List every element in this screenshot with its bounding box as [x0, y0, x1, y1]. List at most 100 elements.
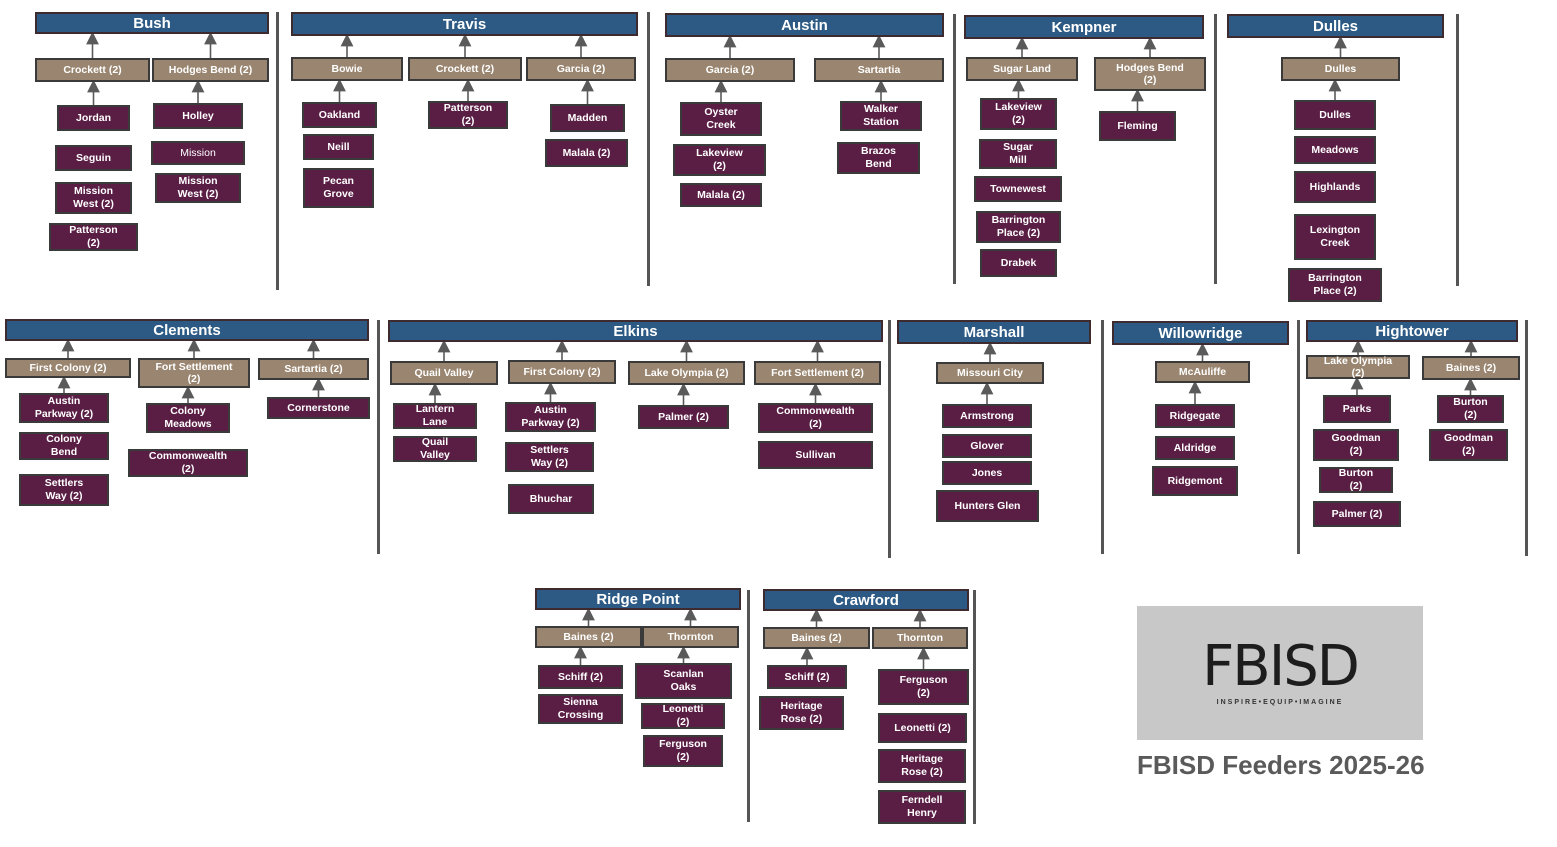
high-school-willowridge: Willowridge: [1112, 321, 1289, 345]
elementary-school-leonetti-2: Leonetti (2): [641, 703, 725, 729]
group-divider: [888, 320, 891, 558]
elementary-school-goodman-2: Goodman (2): [1429, 429, 1508, 461]
elementary-school-quail-valley: Quail Valley: [393, 436, 477, 462]
elementary-school-ridgegate: Ridgegate: [1155, 404, 1235, 428]
elementary-school-schiff-2: Schiff (2): [767, 665, 847, 689]
elementary-school-leonetti-2: Leonetti (2): [878, 713, 967, 743]
elementary-school-pecan-grove: Pecan Grove: [303, 168, 374, 208]
group-divider: [647, 12, 650, 286]
elementary-school-mission: Mission: [151, 141, 245, 165]
middle-school-missouri-city: Missouri City: [936, 362, 1044, 384]
elementary-school-dulles: Dulles: [1294, 100, 1376, 130]
elementary-school-mission-west-2: Mission West (2): [155, 173, 241, 203]
elementary-school-settlers-way-2: Settlers Way (2): [505, 442, 594, 472]
middle-school-sartartia: Sartartia: [814, 58, 944, 82]
elementary-school-palmer-2: Palmer (2): [638, 405, 729, 429]
middle-school-lake-olympia-2: Lake Olympia (2): [1306, 355, 1410, 379]
elementary-school-oyster-creek: Oyster Creek: [680, 102, 762, 136]
elementary-school-schiff-2: Schiff (2): [538, 665, 623, 689]
elementary-school-cornerstone: Cornerstone: [267, 397, 370, 419]
middle-school-crockett-2: Crockett (2): [35, 58, 150, 82]
elementary-school-mission-west-2: Mission West (2): [55, 182, 132, 214]
elementary-school-goodman-2: Goodman (2): [1313, 429, 1399, 461]
elementary-school-ferndell-henry: Ferndell Henry: [878, 790, 966, 824]
elementary-school-ridgemont: Ridgemont: [1152, 466, 1238, 496]
group-divider: [1214, 14, 1217, 284]
group-divider: [276, 12, 279, 290]
elementary-school-lexington-creek: Lexington Creek: [1294, 214, 1376, 260]
group-divider: [1456, 14, 1459, 286]
middle-school-lake-olympia-2: Lake Olympia (2): [628, 361, 745, 385]
fbisd-logo: FBISD INSPIRE•EQUIP•IMAGINE: [1137, 606, 1423, 740]
elementary-school-holley: Holley: [153, 103, 243, 129]
elementary-school-parks: Parks: [1323, 395, 1391, 423]
middle-school-sugar-land: Sugar Land: [966, 57, 1078, 81]
high-school-dulles: Dulles: [1227, 14, 1444, 38]
logo-wordmark: FBISD: [1202, 634, 1360, 699]
elementary-school-jordan: Jordan: [57, 105, 130, 131]
elementary-school-aldridge: Aldridge: [1155, 436, 1235, 460]
middle-school-baines-2: Baines (2): [1422, 356, 1520, 380]
elementary-school-neill: Neill: [303, 134, 374, 160]
high-school-kempner: Kempner: [964, 15, 1204, 39]
elementary-school-highlands: Highlands: [1294, 171, 1376, 203]
middle-school-thornton: Thornton: [872, 627, 968, 649]
logo-tagline: INSPIRE•EQUIP•IMAGINE: [1216, 699, 1344, 706]
middle-school-bowie: Bowie: [291, 57, 403, 81]
elementary-school-bhuchar: Bhuchar: [508, 484, 594, 514]
high-school-bush: Bush: [35, 12, 269, 34]
elementary-school-brazos-bend: Brazos Bend: [837, 142, 920, 174]
elementary-school-commonwealth-2: Commonwealth (2): [128, 449, 248, 477]
elementary-school-armstrong: Armstrong: [942, 404, 1032, 428]
elementary-school-patterson-2: Patterson (2): [428, 101, 508, 129]
high-school-travis: Travis: [291, 12, 638, 36]
elementary-school-heritage-rose-2: Heritage Rose (2): [759, 696, 844, 730]
elementary-school-scanlan-oaks: Scanlan Oaks: [635, 663, 732, 699]
middle-school-mcauliffe: McAuliffe: [1155, 361, 1250, 383]
elementary-school-sullivan: Sullivan: [758, 441, 873, 469]
high-school-marshall: Marshall: [897, 320, 1091, 344]
elementary-school-ferguson-2: Ferguson (2): [643, 735, 723, 767]
middle-school-hodges-bend-2: Hodges Bend (2): [1094, 57, 1206, 91]
group-divider: [747, 590, 750, 822]
page-title: FBISD Feeders 2025-26: [1137, 750, 1425, 780]
elementary-school-colony-bend: Colony Bend: [19, 432, 109, 460]
elementary-school-settlers-way-2: Settlers Way (2): [19, 474, 109, 506]
middle-school-fort-settlement-2: Fort Settlement (2): [138, 358, 250, 388]
group-divider: [377, 320, 380, 554]
elementary-school-jones: Jones: [942, 461, 1032, 485]
high-school-ridge-point: Ridge Point: [535, 588, 741, 610]
elementary-school-oakland: Oakland: [302, 102, 377, 128]
elementary-school-colony-meadows: Colony Meadows: [146, 403, 230, 433]
elementary-school-ferguson-2: Ferguson (2): [878, 669, 969, 705]
elementary-school-burton-2: Burton (2): [1437, 395, 1504, 423]
elementary-school-madden: Madden: [550, 104, 625, 132]
elementary-school-lantern-lane: Lantern Lane: [393, 403, 477, 429]
middle-school-first-colony-2: First Colony (2): [5, 358, 131, 378]
high-school-clements: Clements: [5, 319, 369, 341]
elementary-school-malala-2: Malala (2): [680, 183, 762, 207]
middle-school-sartartia-2: Sartartia (2): [258, 358, 369, 380]
middle-school-garcia-2: Garcia (2): [665, 58, 795, 82]
elementary-school-malala-2: Malala (2): [545, 139, 628, 167]
elementary-school-glover: Glover: [942, 434, 1032, 458]
elementary-school-townewest: Townewest: [974, 176, 1062, 202]
elementary-school-fleming: Fleming: [1099, 111, 1176, 141]
group-divider: [973, 590, 976, 824]
high-school-elkins: Elkins: [388, 320, 883, 342]
elementary-school-lakeview-2: Lakeview (2): [980, 98, 1057, 130]
elementary-school-palmer-2: Palmer (2): [1313, 501, 1401, 527]
middle-school-baines-2: Baines (2): [535, 626, 642, 648]
middle-school-baines-2: Baines (2): [763, 627, 870, 649]
elementary-school-hunters-glen: Hunters Glen: [936, 490, 1039, 522]
middle-school-first-colony-2: First Colony (2): [508, 360, 616, 384]
elementary-school-meadows: Meadows: [1294, 136, 1376, 164]
high-school-austin: Austin: [665, 13, 944, 37]
elementary-school-sugar-mill: Sugar Mill: [979, 139, 1057, 169]
elementary-school-commonwealth-2: Commonwealth (2): [758, 403, 873, 433]
group-divider: [1525, 320, 1528, 556]
middle-school-dulles: Dulles: [1281, 57, 1400, 81]
middle-school-thornton: Thornton: [642, 626, 739, 648]
